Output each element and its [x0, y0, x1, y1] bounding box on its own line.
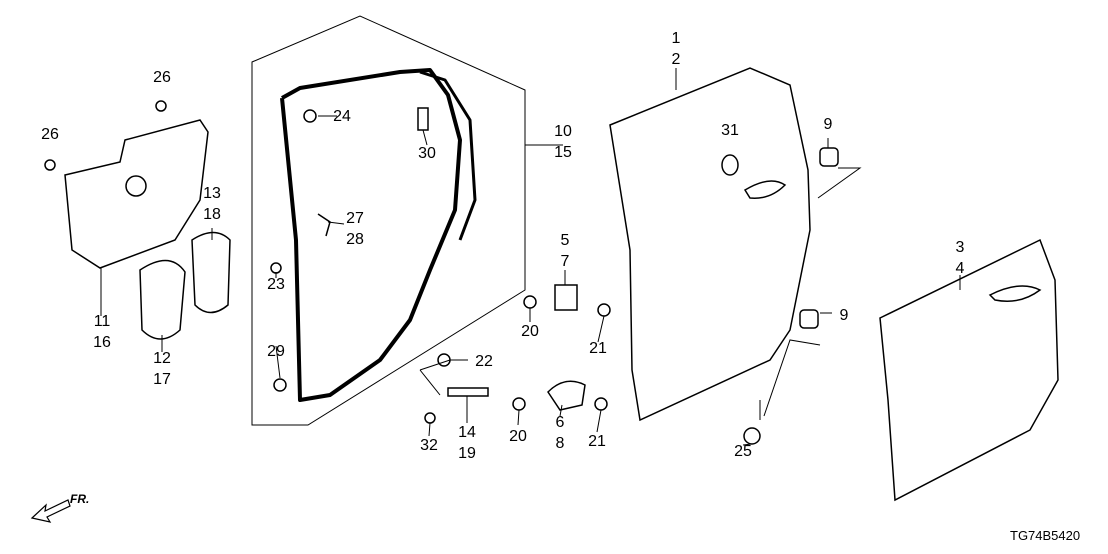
callout-29: 29 — [267, 343, 285, 360]
bolt-21-upper — [597, 303, 611, 317]
checker-14 — [447, 387, 489, 397]
callout-9: 9 — [824, 116, 833, 133]
door-weatherstrip — [280, 68, 462, 402]
callout-21: 21 — [588, 433, 606, 450]
callout-1: 1 — [672, 30, 681, 47]
callout-26: 26 — [41, 126, 59, 143]
callout-9: 9 — [840, 307, 849, 324]
nut-26-left — [44, 159, 56, 171]
callout-17: 17 — [153, 371, 171, 388]
bolt-20-lower — [512, 397, 526, 411]
stopper-9-top — [819, 147, 839, 167]
callout-23: 23 — [267, 276, 285, 293]
glass-run-channel — [419, 70, 477, 241]
hinge-6 — [547, 380, 586, 411]
callout-27: 27 — [346, 210, 364, 227]
plug-31 — [721, 154, 739, 176]
callout-28: 28 — [346, 231, 364, 248]
bolt-32 — [424, 412, 436, 424]
callout-3: 3 — [956, 239, 965, 256]
callout-12: 12 — [153, 350, 171, 367]
callout-7: 7 — [561, 253, 570, 270]
callout-5: 5 — [561, 232, 570, 249]
front-arrow-icon — [30, 499, 71, 523]
door-skin-3 — [879, 238, 1059, 502]
callout-18: 18 — [203, 206, 221, 223]
callout-2: 2 — [672, 51, 681, 68]
callout-8: 8 — [556, 435, 565, 452]
callout-16: 16 — [93, 334, 111, 351]
callout-19: 19 — [458, 445, 476, 462]
bolt-22 — [437, 353, 451, 367]
diagram-code: TG74B5420 — [1010, 528, 1080, 543]
callout-30: 30 — [418, 145, 436, 162]
callout-20: 20 — [509, 428, 527, 445]
rear-door-panel-1 — [609, 67, 811, 422]
callout-6: 6 — [556, 414, 565, 431]
callout-32: 32 — [420, 437, 438, 454]
callout-25: 25 — [734, 443, 752, 460]
callout-14: 14 — [458, 424, 476, 441]
bolt-20-upper — [523, 295, 537, 309]
nut-26-top — [155, 100, 167, 112]
callout-13: 13 — [203, 185, 221, 202]
callout-26: 26 — [153, 69, 171, 86]
callout-11: 11 — [94, 313, 111, 330]
group-box — [251, 15, 526, 426]
callout-10: 10 — [554, 123, 572, 140]
clip-29 — [273, 378, 287, 392]
seal-13 — [191, 231, 231, 314]
callout-20: 20 — [521, 323, 539, 340]
clip-23 — [270, 262, 282, 274]
nut-25 — [743, 427, 761, 445]
clip-24 — [303, 109, 317, 123]
callout-15: 15 — [554, 144, 572, 161]
callout-24: 24 — [333, 108, 351, 125]
hinge-5 — [554, 284, 578, 311]
callout-21: 21 — [589, 340, 607, 357]
clip-27 — [317, 213, 331, 237]
callout-31: 31 — [721, 122, 739, 139]
callout-22: 22 — [475, 353, 493, 370]
seal-12 — [139, 259, 186, 340]
bolt-21-lower — [594, 397, 608, 411]
clip-30 — [417, 107, 429, 131]
callout-4: 4 — [956, 260, 965, 277]
front-indicator: FR. — [70, 492, 89, 506]
stopper-9-bottom — [799, 309, 819, 329]
